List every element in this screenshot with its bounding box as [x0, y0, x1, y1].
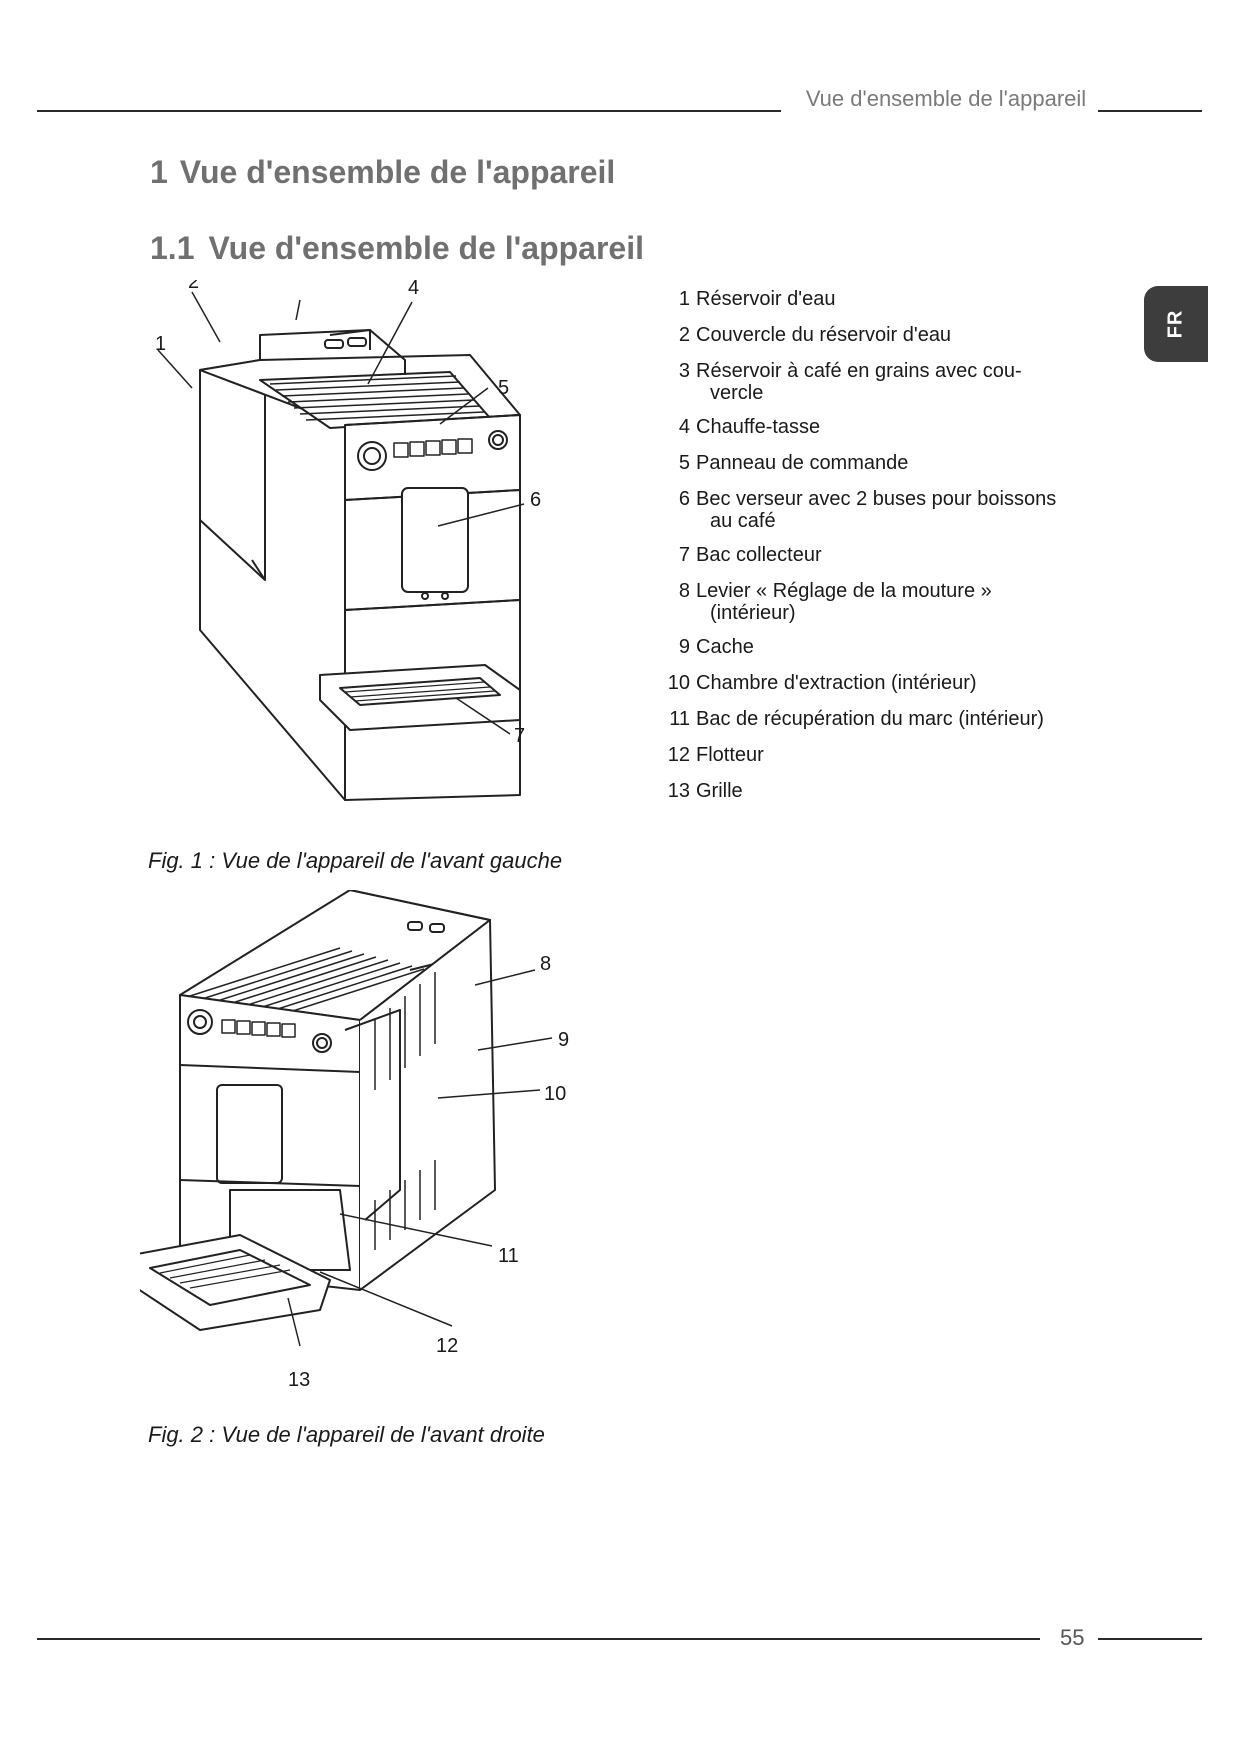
language-label: FR	[1164, 309, 1187, 339]
page-number: 55	[1060, 1625, 1085, 1650]
footer-rule-right	[1098, 1638, 1202, 1640]
callout-4: 4	[408, 280, 419, 299]
callout-2: 2	[188, 280, 199, 293]
callout-7: 7	[514, 725, 525, 747]
callout-10: 10	[544, 1083, 566, 1105]
callout-13: 13	[288, 1369, 310, 1391]
callout-8: 8	[540, 953, 551, 975]
subsection-number: 1.1	[150, 230, 195, 266]
running-header: Vue d'ensemble de l'appareil	[805, 86, 1087, 111]
callout-12: 12	[436, 1335, 458, 1357]
figure-1-caption: Fig. 1 : Vue de l'appareil de l'avant ga…	[148, 848, 563, 873]
language-tab: FR	[1144, 286, 1208, 362]
subsection-title: Vue d'ensemble de l'appareil	[208, 230, 644, 266]
figure-2-illustration: 8 9 10 11 12 13	[140, 890, 620, 1410]
figure-1-illustration: 1 2 3 4 5 6 7	[140, 280, 620, 820]
callout-9: 9	[558, 1029, 569, 1051]
subsection-heading: 1.1 Vue d'ensemble de l'appareil	[150, 230, 644, 267]
callout-6: 6	[530, 489, 541, 511]
section-heading: 1 Vue d'ensemble de l'appareil	[150, 154, 615, 191]
header-rule-left	[37, 110, 781, 112]
section-number: 1	[150, 154, 168, 190]
callout-1: 1	[155, 333, 166, 355]
figure-2-caption: Fig. 2 : Vue de l'appareil de l'avant dr…	[148, 1422, 545, 1447]
footer-rule-left	[37, 1638, 1040, 1640]
callout-11: 11	[498, 1245, 519, 1267]
header-rule-right	[1098, 110, 1202, 112]
callout-5: 5	[498, 377, 509, 399]
section-title: Vue d'ensemble de l'appareil	[179, 154, 616, 190]
